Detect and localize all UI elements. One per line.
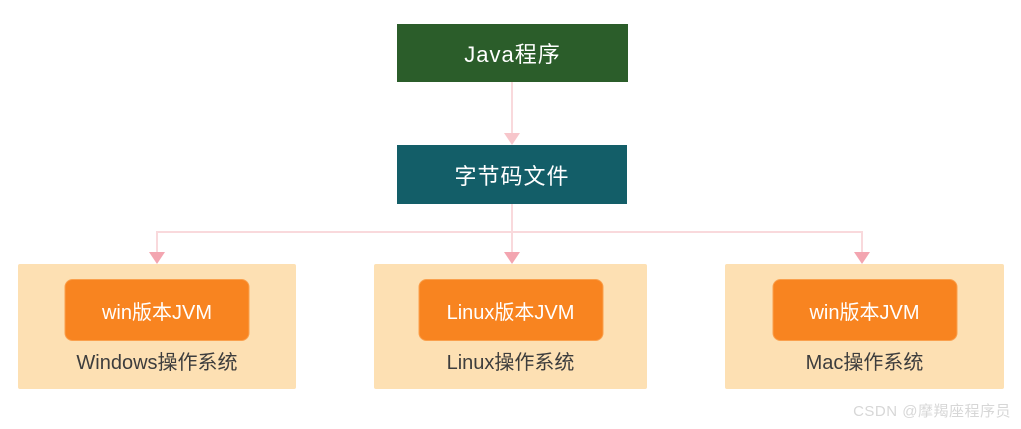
connector-drop-mac-line bbox=[861, 231, 863, 253]
connector-branch-rail-line bbox=[156, 231, 863, 233]
node-bytecode-file: 字节码文件 bbox=[397, 145, 627, 204]
arrowhead-to-bytecode bbox=[504, 133, 520, 145]
os-label-linux: Linux操作系统 bbox=[446, 352, 575, 374]
node-bytecode-file-label: 字节码文件 bbox=[454, 163, 570, 189]
arrowhead-to-windows bbox=[149, 252, 165, 264]
jvm-box-windows-label: win版本JVM bbox=[101, 301, 212, 324]
connector-java-to-bytecode-line bbox=[511, 82, 513, 134]
jvm-box-linux: Linux版本JVM bbox=[418, 279, 603, 341]
platform-mac: win版本JVM Mac操作系统 bbox=[725, 264, 1004, 389]
os-label-windows: Windows操作系统 bbox=[76, 352, 238, 374]
jvm-box-mac: win版本JVM bbox=[772, 279, 957, 341]
arrowhead-to-mac bbox=[854, 252, 870, 264]
connector-drop-linux-line bbox=[511, 231, 513, 253]
jvm-box-linux-label: Linux版本JVM bbox=[446, 301, 575, 324]
os-label-mac: Mac操作系统 bbox=[805, 352, 924, 374]
connector-bytecode-stem-line bbox=[511, 204, 513, 233]
node-java-program: Java程序 bbox=[397, 24, 628, 82]
platform-linux: Linux版本JVM Linux操作系统 bbox=[374, 264, 647, 389]
node-java-program-label: Java程序 bbox=[464, 42, 561, 67]
jvm-box-windows: win版本JVM bbox=[64, 279, 250, 341]
watermark-text: CSDN @摩羯座程序员 bbox=[853, 403, 1011, 420]
platform-windows: win版本JVM Windows操作系统 bbox=[18, 264, 296, 389]
jvm-box-mac-label: win版本JVM bbox=[809, 301, 920, 324]
arrowhead-to-linux bbox=[504, 252, 520, 264]
connector-drop-windows-line bbox=[156, 231, 158, 253]
